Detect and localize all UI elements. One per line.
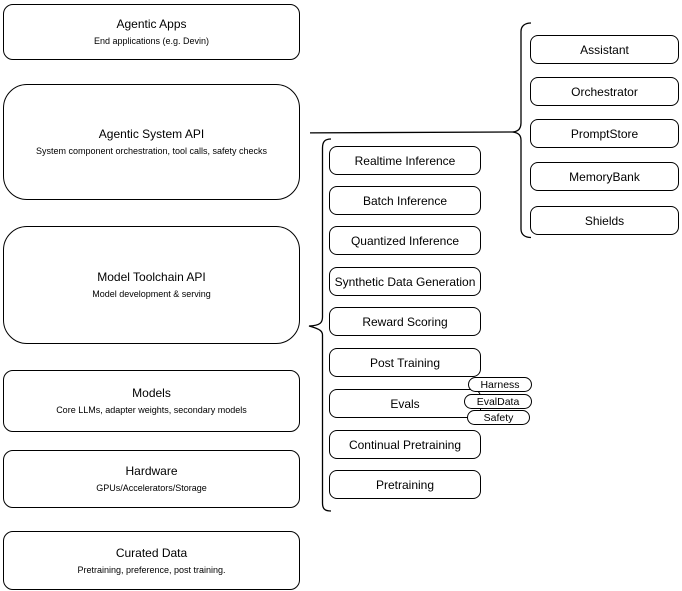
tag-harness: Harness bbox=[468, 377, 532, 392]
node-subtitle: GPUs/Accelerators/Storage bbox=[96, 483, 207, 493]
node-realtime-inference: Realtime Inference bbox=[329, 146, 481, 175]
node-title: Agentic Apps bbox=[116, 17, 187, 31]
tag-safety: Safety bbox=[467, 410, 530, 425]
node-evals: Evals bbox=[329, 389, 481, 418]
node-quantized-inference: Quantized Inference bbox=[329, 226, 481, 255]
node-memorybank: MemoryBank bbox=[530, 162, 679, 191]
node-title: Models bbox=[132, 386, 171, 400]
node-title: Curated Data bbox=[115, 545, 188, 560]
node-promptstore: PromptStore bbox=[530, 119, 679, 148]
node-batch-inference: Batch Inference bbox=[329, 186, 481, 215]
node-subtitle: Model development & serving bbox=[92, 289, 211, 299]
tag-evaldata: EvalData bbox=[464, 394, 532, 409]
node-hardware: Hardware GPUs/Accelerators/Storage bbox=[3, 450, 300, 508]
node-title: Hardware bbox=[125, 464, 178, 478]
toolchain-group-brace bbox=[308, 138, 332, 512]
tag-label: Safety bbox=[483, 411, 514, 424]
node-model-toolchain-api: Model Toolchain API Model development & … bbox=[3, 226, 300, 344]
node-continual-pretraining: Continual Pretraining bbox=[329, 430, 481, 459]
node-label: Batch Inference bbox=[362, 193, 448, 208]
tag-label: EvalData bbox=[476, 395, 520, 408]
node-label: Assistant bbox=[580, 42, 629, 57]
node-label: Shields bbox=[584, 213, 625, 228]
node-orchestrator: Orchestrator bbox=[530, 77, 679, 106]
tag-label: Harness bbox=[480, 378, 520, 391]
components-group-brace bbox=[512, 22, 532, 239]
node-label: Realtime Inference bbox=[354, 153, 456, 168]
node-label: Quantized Inference bbox=[350, 233, 460, 248]
node-curated-data: Curated Data Pretraining, preference, po… bbox=[3, 531, 300, 590]
node-subtitle: End applications (e.g. Devin) bbox=[93, 36, 210, 46]
node-label: Pretraining bbox=[375, 477, 435, 492]
node-label: Evals bbox=[390, 396, 420, 411]
node-label: Orchestrator bbox=[571, 84, 638, 99]
node-label: Reward Scoring bbox=[362, 314, 448, 329]
node-synthetic-data-generation: Synthetic Data Generation bbox=[329, 267, 481, 296]
node-agentic-system-api: Agentic System API System component orch… bbox=[3, 84, 300, 200]
node-reward-scoring: Reward Scoring bbox=[329, 307, 481, 336]
node-label: PromptStore bbox=[570, 126, 639, 141]
node-post-training: Post Training bbox=[329, 348, 481, 377]
node-subtitle: Pretraining, preference, post training. bbox=[77, 564, 226, 575]
node-models: Models Core LLMs, adapter weights, secon… bbox=[3, 370, 300, 432]
node-assistant: Assistant bbox=[530, 35, 679, 64]
node-label: Synthetic Data Generation bbox=[334, 274, 476, 289]
node-label: MemoryBank bbox=[569, 169, 640, 184]
node-title: Model Toolchain API bbox=[97, 270, 206, 284]
node-shields: Shields bbox=[530, 206, 679, 235]
node-pretraining: Pretraining bbox=[329, 470, 481, 499]
system-api-to-components-line bbox=[309, 131, 513, 134]
node-label: Post Training bbox=[369, 355, 441, 370]
node-subtitle: Core LLMs, adapter weights, secondary mo… bbox=[56, 405, 247, 415]
node-title: Agentic System API bbox=[98, 127, 205, 141]
node-label: Continual Pretraining bbox=[348, 437, 462, 452]
node-subtitle: System component orchestration, tool cal… bbox=[35, 146, 268, 156]
node-agentic-apps: Agentic Apps End applications (e.g. Devi… bbox=[3, 4, 300, 60]
